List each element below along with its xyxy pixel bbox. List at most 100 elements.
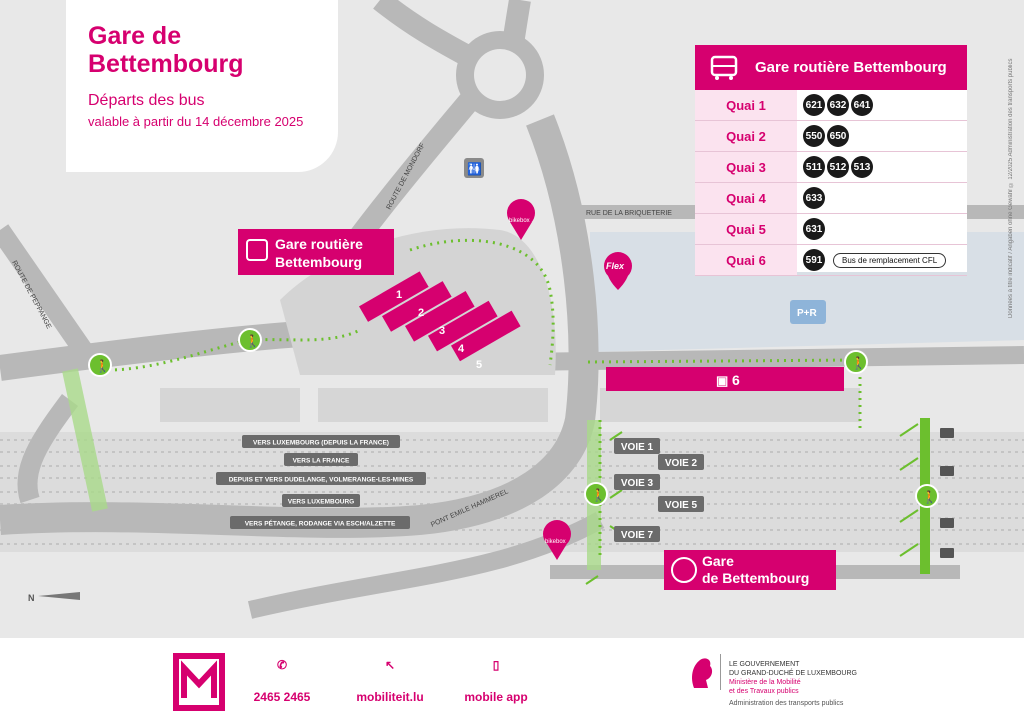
svg-text:🚶: 🚶 [245,334,260,348]
gov-line-1: LE GOUVERNEMENT [729,661,800,668]
road-peppange-east [0,321,301,381]
svg-text:🚶: 🚶 [95,359,110,373]
bus-line-badge[interactable]: 641 [851,94,873,116]
train-station-label-1: Gare [702,553,734,569]
direction-tag [216,472,426,485]
footer: ✆ 2465 2465 ↖ mobiliteit.lu ▯ mobile app [0,638,1024,723]
bus-bay-4 [427,300,498,352]
pedestrian-icon: 🚶 [844,350,868,374]
quai-label: Quai 4 [695,183,797,213]
title-card [66,0,338,172]
bus-bay-2 [382,281,452,332]
pont-emile-hammerel [0,114,599,538]
board-title: Gare routière Bettembourg [755,59,947,76]
direction-tag [242,435,400,448]
direction-text: VERS LA FRANCE [293,458,350,465]
svg-text:🚶: 🚶 [922,490,937,504]
bus-line-badge[interactable]: 550 [803,125,825,147]
bus-line-badge[interactable]: 512 [827,156,849,178]
pedestrian-icon: 🚶 [238,328,262,352]
park-and-ride-label: P+R [797,308,818,319]
building-block [160,388,300,422]
replacement-note: Bus de remplacement CFL [833,252,947,268]
disclaimer: Données à titre indicatif / Angaben ohne… [1008,58,1014,319]
phone-number[interactable]: 2465 2465 [253,690,311,704]
quai-label: Quai 1 [695,90,797,120]
line-list: 591 Bus de remplacement CFL [797,245,947,275]
toilet-icon [464,158,484,178]
bus-line-badge[interactable]: 633 [803,187,825,209]
bay-2-label: 2 [418,307,424,319]
quai-label: Quai 3 [695,152,797,182]
flex-pin-icon: Flex [604,252,632,290]
bus-line-badge[interactable]: 631 [803,218,825,240]
direction-text: DEPUIS ET VERS DUDELANGE, VOLMERANGE-LES… [229,477,414,484]
bay-4-label: 4 [458,343,465,355]
quai-row: Quai 4 633 [695,183,967,214]
bus-bays: 1 2 3 4 5 ▣ 6 [359,271,844,391]
bikebox-label-1: bikebox [509,218,530,224]
direction-tags: VERS LUXEMBOURG (DEPUIS LA FRANCE) VERS … [216,435,426,529]
bus-bay-3 [405,290,475,342]
bus-line-badge[interactable]: 591 [803,249,825,271]
road-south-west [17,394,79,504]
admin-label: Administration des transports publics [729,700,844,707]
quai-label: Quai 2 [695,121,797,151]
bus-icon [246,239,268,261]
phone-icon: ✆ [276,658,288,672]
track-labels: VOIE 1 VOIE 2 VOIE 3 VOIE 5 VOIE 7 [614,438,704,542]
building-block [600,388,860,422]
bay-3-label: 3 [439,325,445,337]
gov-line-3: Ministère de la Mobilité [729,679,801,686]
building-block [318,388,548,422]
direction-tag [282,494,360,507]
track-label-1: VOIE 1 [621,442,654,453]
pedestrian-icon: 🚶 [88,353,112,377]
page-title: Gare de Bettembourg [88,22,244,78]
flex-label: Flex [606,261,625,271]
bus-bay-1 [359,271,429,322]
bikebox-label-2: bikebox [545,539,566,545]
bus-line-badge[interactable]: 621 [803,94,825,116]
cursor-icon: ↖ [384,658,396,672]
mobiliteit-logo-icon [173,653,225,711]
bus-bay-5 [450,310,521,362]
direction-tag [230,516,410,529]
bus-icon [710,55,738,80]
quai-row: Quai 6 591 Bus de remplacement CFL [695,245,967,276]
gov-line-4: et des Travaux publics [729,688,799,695]
bus-line-badge[interactable]: 650 [827,125,849,147]
quai-label: Quai 6 [695,245,797,275]
luxembourg-lion-icon [692,658,713,688]
website-link[interactable]: mobiliteit.lu [356,690,424,704]
bus-station-label-2: Bettembourg [275,254,362,270]
board-header: Gare routière Bettembourg [695,45,967,90]
bus-line-badge[interactable]: 513 [851,156,873,178]
bus-line-badge[interactable]: 511 [803,156,825,178]
direction-text: VERS LUXEMBOURG [288,499,354,506]
bus-line-badge[interactable]: 632 [827,94,849,116]
page-subtitle: Départs des bus [88,92,205,109]
street-briqueterie: RUE DE LA BRIQUETERIE [586,210,672,217]
stairs-markers [585,423,919,585]
train-station-label-2: de Bettembourg [702,570,809,586]
bay-6-label: 6 [732,372,740,388]
mobile-icon: ▯ [492,658,500,672]
svg-text:🚶: 🚶 [591,488,606,502]
road-peppange [0,224,99,366]
track-label-5: VOIE 5 [665,500,698,511]
bus-bay-6 [606,367,844,391]
line-list: 633 [797,183,825,213]
mobile-app-link[interactable]: mobile app [464,690,528,704]
elevator-icons [940,428,954,558]
bay-1-label: 1 [396,289,402,301]
direction-text: VERS PÉTANGE, RODANGE VIA ESCH/ALZETTE [245,519,396,528]
